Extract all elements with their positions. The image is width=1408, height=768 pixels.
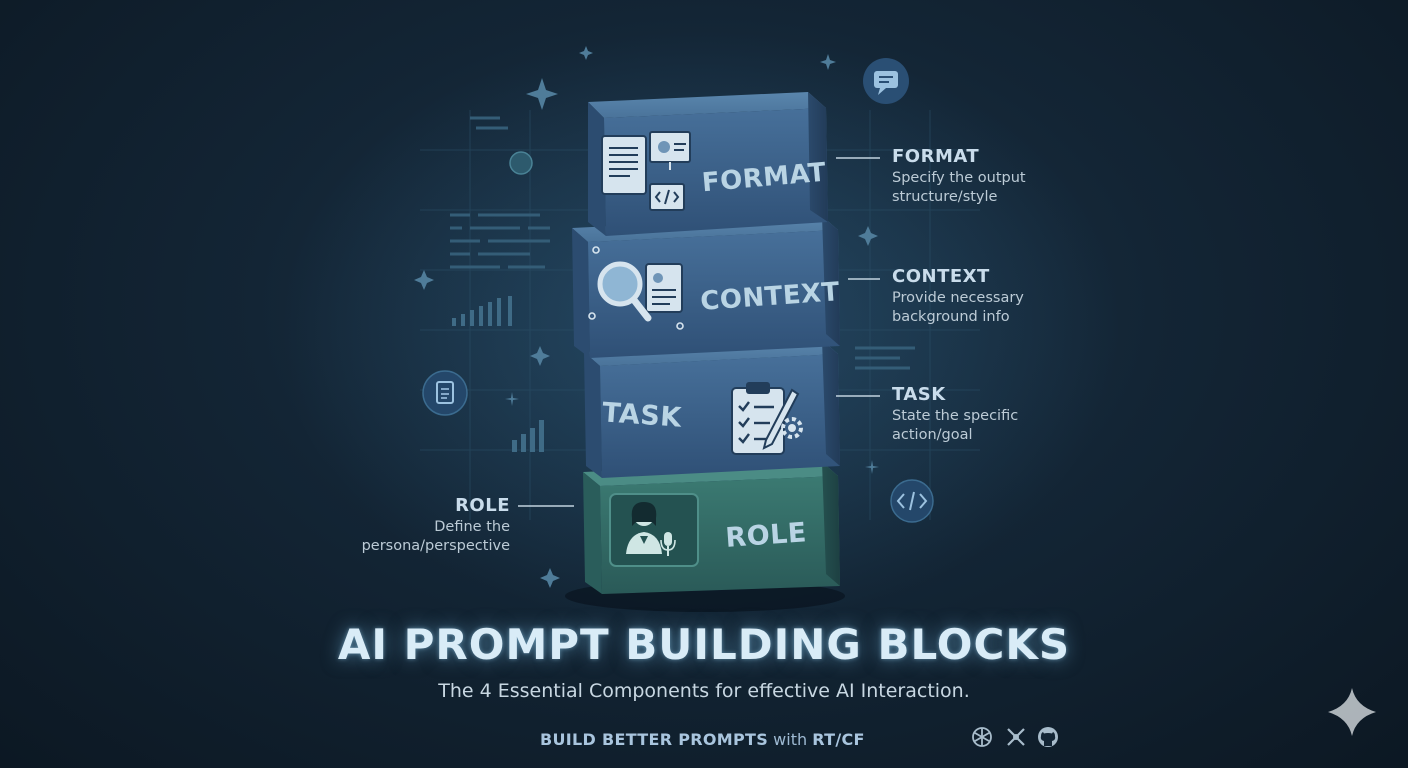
footer-social-icons	[972, 727, 1058, 747]
task-callout-heading: TASK	[892, 384, 946, 405]
role-callout-heading: ROLE	[455, 495, 510, 516]
document-presentation-code-icon	[601, 131, 691, 211]
format-callout-heading: FORMAT	[892, 146, 980, 167]
code-badge-icon	[890, 479, 934, 523]
task-block: TASK	[584, 340, 840, 478]
decorative-bar-chart-icon	[452, 296, 544, 452]
format-block: FORMAT	[588, 92, 828, 236]
role-block-label: ROLE	[724, 517, 807, 554]
role-callout: ROLE Define the persona/perspective	[362, 495, 510, 556]
magnifier-document-icon	[588, 246, 684, 330]
task-callout-line1: State the specific	[892, 408, 1019, 424]
format-callout-line1: Specify the output	[892, 170, 1026, 186]
format-callout-description: Specify the output structure/style	[892, 169, 1026, 207]
x-logo-icon[interactable]	[1007, 728, 1025, 746]
footer-lead: BUILD BETTER PROMPTS	[540, 730, 769, 749]
decorative-code-lines	[450, 116, 915, 370]
context-callout: CONTEXT Provide necessary background inf…	[892, 266, 1024, 327]
context-callout-line1: Provide necessary	[892, 290, 1024, 306]
footer-with: with	[773, 730, 808, 749]
sparkle-icon	[414, 46, 879, 588]
task-callout-line2: action/goal	[892, 427, 973, 443]
clipboard-checklist-icon	[731, 382, 803, 455]
github-logo-icon[interactable]	[1038, 727, 1058, 747]
context-callout-line2: background info	[892, 309, 1010, 325]
task-callout: TASK State the specific action/goal	[892, 384, 1018, 445]
role-block: ROLE	[583, 462, 840, 594]
connector-lines	[518, 157, 880, 507]
format-callout-line2: structure/style	[892, 189, 998, 205]
context-block: CONTEXT	[572, 216, 841, 358]
openai-logo-icon[interactable]	[972, 727, 992, 747]
page-title: AI PROMPT BUILDING BLOCKS	[337, 620, 1071, 669]
context-callout-description: Provide necessary background info	[892, 289, 1024, 327]
task-block-label: TASK	[601, 397, 683, 434]
person-microphone-icon	[609, 493, 699, 567]
footer-brand: RT/CF	[812, 730, 865, 749]
role-callout-description: Define the persona/perspective	[362, 518, 510, 556]
role-callout-line2: persona/perspective	[361, 538, 510, 554]
chat-bubble-icon	[863, 58, 909, 104]
decorative-orb	[509, 151, 533, 175]
document-badge-icon	[422, 370, 468, 416]
task-callout-description: State the specific action/goal	[892, 407, 1018, 445]
footer-tagline: BUILD BETTER PROMPTS with RT/CF	[540, 730, 865, 749]
format-callout: FORMAT Specify the output structure/styl…	[892, 146, 1026, 207]
context-callout-heading: CONTEXT	[892, 266, 990, 287]
sparkle-icon	[1328, 688, 1376, 736]
role-callout-line1: Define the	[434, 519, 510, 535]
page-subtitle: The 4 Essential Components for effective…	[438, 680, 970, 702]
